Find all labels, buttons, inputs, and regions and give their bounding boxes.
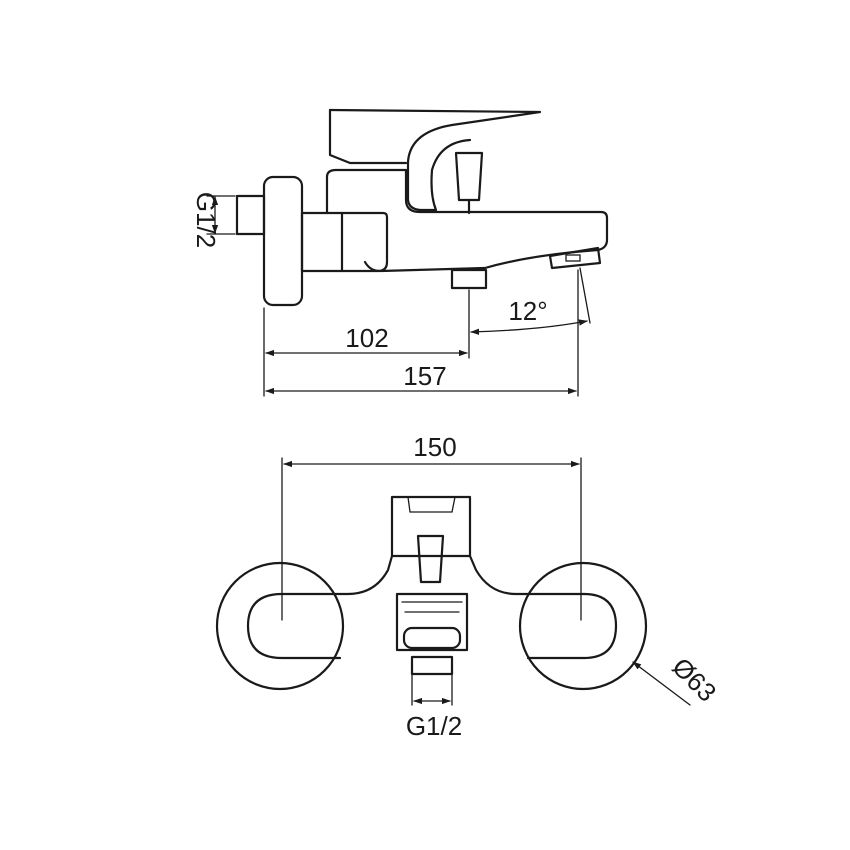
top-lever [390, 495, 472, 558]
top-shower-thread [410, 655, 454, 676]
side-length-label: 157 [403, 361, 446, 391]
side-angle-arc [470, 319, 588, 335]
top-thread-label: G1/2 [406, 711, 462, 741]
top-view: 150 G1/2 Ø63 [215, 432, 722, 741]
top-diameter-label: Ø63 [666, 652, 722, 708]
side-angle-label: 12° [508, 296, 547, 326]
side-angle-ref-line [579, 267, 591, 324]
side-body-spout [325, 168, 609, 273]
side-lever-base [328, 108, 408, 165]
top-lever-notch [407, 496, 456, 513]
side-shower-outlet [450, 268, 488, 290]
top-width-label: 150 [413, 432, 456, 462]
side-view: G1/2 102 157 12° [191, 108, 609, 397]
side-wall-flange [262, 175, 304, 307]
side-diverter-knob [454, 151, 484, 202]
side-thread-label: G1/2 [191, 192, 221, 248]
top-aerator-ring [402, 626, 462, 650]
side-collar [300, 211, 389, 273]
top-diameter-leader [632, 661, 691, 706]
top-body-upper [280, 554, 586, 596]
side-aerator-detail [565, 254, 581, 262]
side-lever-handle [328, 108, 542, 212]
top-body-bar [246, 592, 618, 660]
top-spout-block [395, 592, 469, 652]
top-diverter-knob [416, 534, 445, 584]
side-aerator [548, 246, 602, 270]
side-thread-connector [235, 194, 266, 236]
top-left-flange [215, 561, 345, 691]
top-right-flange [518, 561, 648, 691]
side-projection-label: 102 [345, 323, 388, 353]
top-spout-ribs [401, 601, 463, 613]
